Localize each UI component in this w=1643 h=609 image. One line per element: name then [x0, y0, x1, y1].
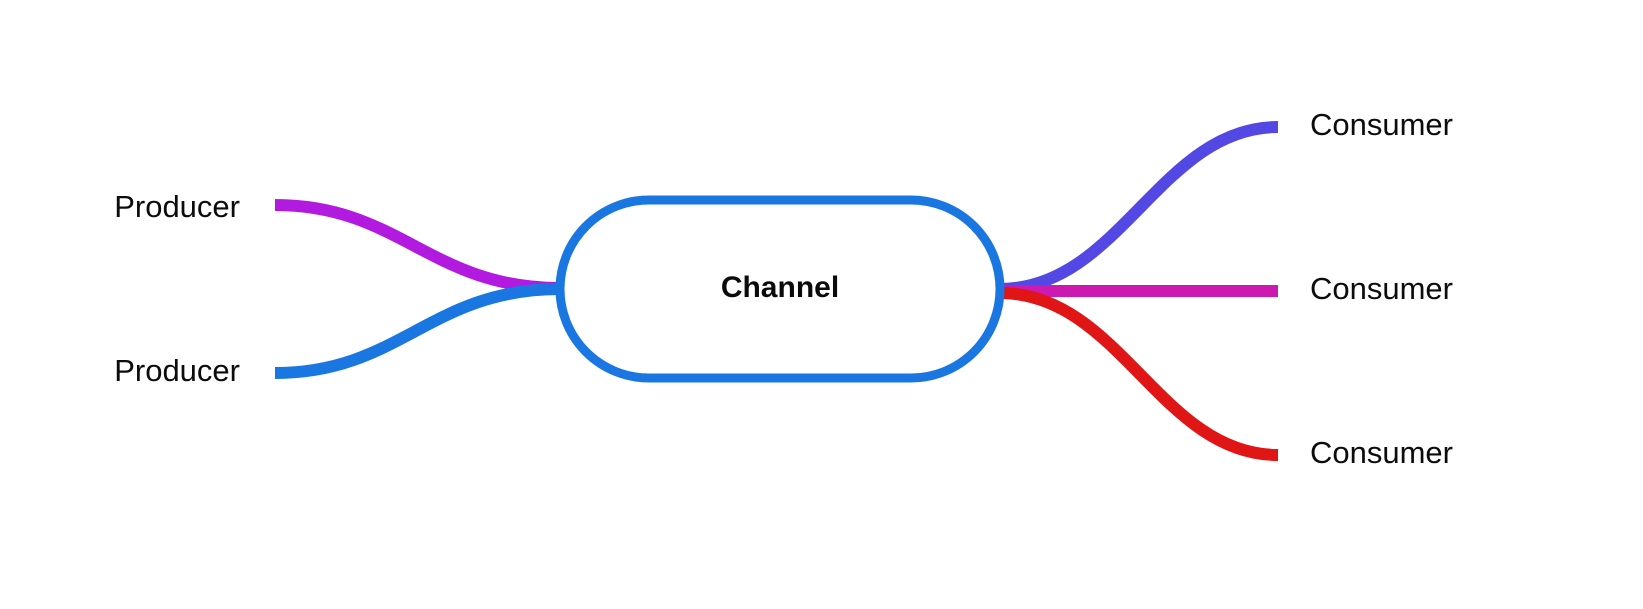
edge-producer-1-to-channel: [274, 199, 561, 294]
edge-channel-to-consumer-1: [999, 121, 1279, 295]
channel-node-label: Channel: [721, 271, 839, 304]
consumer-label-2: Consumer: [1310, 271, 1453, 306]
consumer-label-1: Consumer: [1310, 107, 1453, 142]
consumer-label-3: Consumer: [1310, 435, 1453, 470]
channel-node[interactable]: [555, 195, 1005, 383]
producer-label-1: Producer: [114, 189, 240, 224]
edge-producer-2-to-channel: [274, 283, 561, 379]
edge-channel-to-consumer-3: [999, 287, 1279, 461]
producer-label-2: Producer: [114, 353, 240, 388]
